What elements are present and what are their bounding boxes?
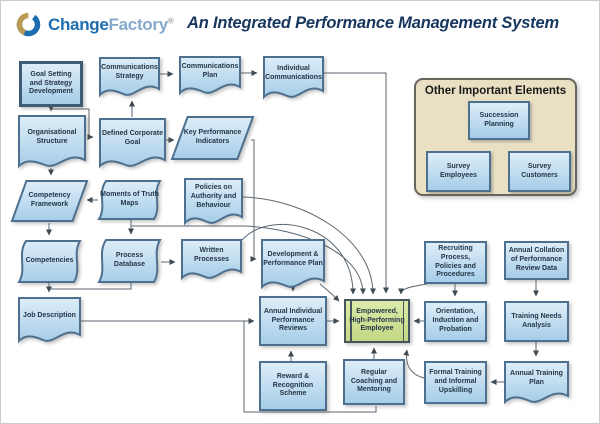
page-title: An Integrated Performance Management Sys… (187, 14, 559, 32)
node-reward-recognition-scheme: Reward & Recognition Scheme (259, 361, 327, 411)
doc-shape (261, 239, 325, 290)
para-shape (10, 180, 89, 222)
node-formal-training-upskilling: Formal Training and Informal Upskilling (424, 361, 487, 404)
edge-policies-to-empowered (242, 196, 376, 295)
registered-mark: ® (167, 15, 174, 25)
doc-shape (18, 297, 81, 344)
node-survey-employees: Survey Employees (426, 151, 491, 192)
node-defined-corporate-goal: Defined Corporate Goal (99, 118, 166, 169)
doc-shape (181, 239, 242, 281)
edge-indivcomm-to-empowered (324, 72, 389, 294)
node-key-performance-indicators: Key Performance Indicators (170, 116, 255, 160)
edge-recruiting-to-empowered (398, 283, 428, 295)
edge-coaching-feedback-loop (243, 321, 377, 413)
logo-wordmark: ChangeFactory® (48, 14, 174, 35)
node-written-processes: Written Processes (181, 239, 242, 281)
doc-shape (263, 56, 324, 100)
node-job-description: Job Description (18, 297, 81, 344)
node-orientation-induction-probation: Orientation, Induction and Probation (424, 301, 487, 342)
panel-title: Other Important Elements (424, 85, 567, 97)
node-process-database: Process Database (97, 239, 162, 283)
edge-mot-to-empowered (131, 225, 366, 295)
node-competencies: Competencies (17, 240, 82, 283)
node-empowered-employee: Empowered, High-Performing Employee (344, 299, 410, 343)
node-moments-of-truth-maps: Moments of Truth Maps (97, 180, 162, 220)
doc-shape (184, 178, 243, 226)
node-annual-training-plan: Annual Training Plan (504, 361, 569, 405)
node-communications-strategy: Communications Strategy (99, 57, 160, 98)
edge-kpi-to-devplan (250, 139, 257, 262)
doc-shape (99, 118, 166, 169)
node-succession-planning: Succession Planning (468, 101, 530, 140)
edge-formaltraining-to-empowered (403, 349, 425, 379)
node-competency-framework: Competency Framework (10, 180, 89, 222)
edge-goal-to-definedgoal (51, 108, 94, 140)
node-goal-setting: Goal Setting and Strategy Development (19, 61, 83, 107)
doc-shape (179, 56, 241, 96)
swirl-logo-icon (16, 12, 41, 37)
node-annual-individual-performance-reviews: Annual Individual Performance Reviews (259, 296, 327, 346)
data-shape (17, 240, 82, 283)
node-training-needs-analysis: Training Needs Analysis (504, 301, 569, 342)
doc-shape (504, 361, 569, 405)
node-organisational-structure: Organisational Structure (18, 115, 86, 169)
edge-writtenproc-to-empowered (241, 224, 356, 295)
node-communications-plan: Communications Plan (179, 56, 241, 96)
node-survey-customers: Survey Customers (508, 151, 571, 192)
doc-shape (18, 115, 86, 169)
doc-shape (99, 57, 160, 98)
logo-factory: Factory (108, 14, 169, 34)
node-policies-authority-behaviour: Policies on Authority and Behaviour (184, 178, 243, 226)
header: ChangeFactory® An Integrated Performance… (1, 1, 599, 49)
logo-change: Change (48, 14, 109, 34)
changefactory-logo: ChangeFactory® (15, 11, 174, 38)
data-shape (97, 239, 162, 283)
edge-devplan-to-empowered (319, 283, 340, 302)
node-recruiting-process: Recruiting Process, Policies and Procedu… (424, 241, 487, 284)
edge-processdb-join (49, 283, 132, 290)
node-development-performance-plan: Development & Performance Plan (261, 239, 325, 290)
other-important-elements-panel: Other Important Elements Succession Plan… (414, 78, 577, 196)
node-annual-collation-review-data: Annual Collation of Performance Review D… (504, 241, 569, 280)
para-shape (170, 116, 255, 160)
data-shape (97, 180, 162, 220)
node-individual-communications: Individual Communications (263, 56, 324, 100)
node-regular-coaching-mentoring: Regular Coaching and Mentoring (343, 359, 405, 405)
